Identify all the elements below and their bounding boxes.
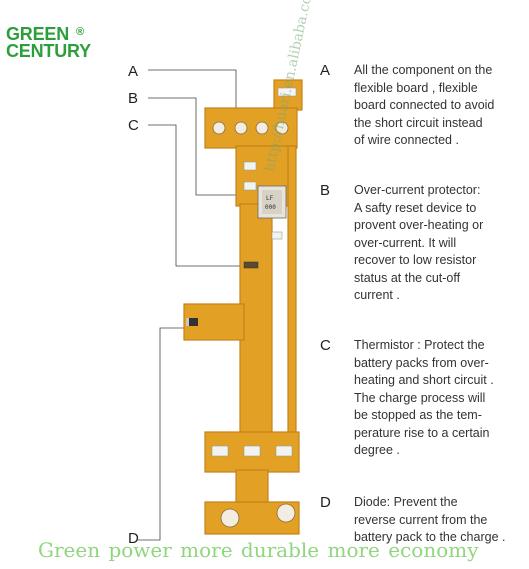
desc-b-line: status at the cut-off: [354, 270, 461, 285]
desc-c-line: be stopped as the tem-: [354, 408, 482, 422]
desc-c-line: heating and short circuit .: [354, 373, 494, 387]
desc-b-line: provent over-heating or: [354, 218, 484, 232]
leader-line-d: [138, 327, 190, 541]
slogan-text: Green power more durable more economy: [38, 538, 479, 562]
desc-c-line: The charge process will: [354, 390, 486, 405]
registered-mark: ®: [76, 26, 84, 38]
desc-c-line: perature rise to a certain: [354, 425, 490, 440]
board-body: [183, 79, 303, 535]
desc-c-line: degree .: [354, 443, 400, 457]
callout-c-label: C: [128, 117, 139, 134]
top-tab-component: [277, 87, 297, 97]
callout-d-label: D: [128, 530, 139, 547]
desc-c-letter: C: [320, 337, 331, 354]
desc-b-letter: B: [320, 182, 331, 199]
top-contact-pads: [212, 121, 289, 135]
desc-a-line: All the component on the: [354, 63, 493, 77]
desc-b-line: Over-current protector:: [354, 183, 481, 197]
desc-b-line: A safty reset device to: [354, 200, 477, 215]
protector-marking-2: 000: [265, 204, 276, 211]
bottom-contact-pads: [220, 503, 296, 528]
brand-logo: GREEN CENTURY ®: [6, 24, 91, 61]
callout-a-label: A: [128, 63, 139, 80]
desc-a-text: All the component on the flexible board …: [354, 62, 524, 150]
desc-c-line: Thermistor : Protect the: [354, 338, 485, 352]
desc-b-line: recover to low resistor: [354, 253, 477, 267]
leader-line-a: [148, 69, 237, 116]
desc-d-letter: D: [320, 494, 331, 511]
bottom-components: [211, 445, 293, 457]
desc-a-line: flexible board , flexible: [354, 80, 478, 95]
brand-line-2: CENTURY: [6, 41, 91, 61]
desc-b-line: current .: [354, 288, 400, 302]
desc-d-line: reverse current from the: [354, 512, 488, 527]
desc-a-line: of wire connected .: [354, 133, 459, 147]
leader-line-b: [148, 97, 266, 196]
over-current-protector-component: LF 000: [257, 185, 287, 219]
desc-c-line: battery packs from over-: [354, 355, 489, 370]
desc-a-line: the short circuit instead: [354, 115, 483, 130]
desc-a-letter: A: [320, 62, 331, 79]
desc-b-text: Over-current protector: A safty reset de…: [354, 182, 524, 305]
smd-components: [243, 161, 283, 240]
desc-a-line: board connected to avoid: [354, 98, 495, 112]
brand-line-1: GREEN: [6, 24, 70, 44]
diode-component: [186, 318, 198, 326]
protector-marking-1: LF: [266, 195, 274, 202]
desc-c-text: Thermistor : Protect the battery packs f…: [354, 337, 524, 460]
desc-d-text: Diode: Prevent the reverse current from …: [354, 494, 524, 547]
desc-d-line: battery pack to the charge .: [354, 530, 506, 544]
leader-line-c: [148, 124, 246, 267]
callout-leader-lines: [138, 69, 266, 541]
thermistor-component: [243, 261, 259, 269]
desc-d-line: Diode: Prevent the: [354, 495, 458, 509]
desc-b-line: over-current. It will: [354, 235, 457, 250]
callout-b-label: B: [128, 90, 139, 107]
